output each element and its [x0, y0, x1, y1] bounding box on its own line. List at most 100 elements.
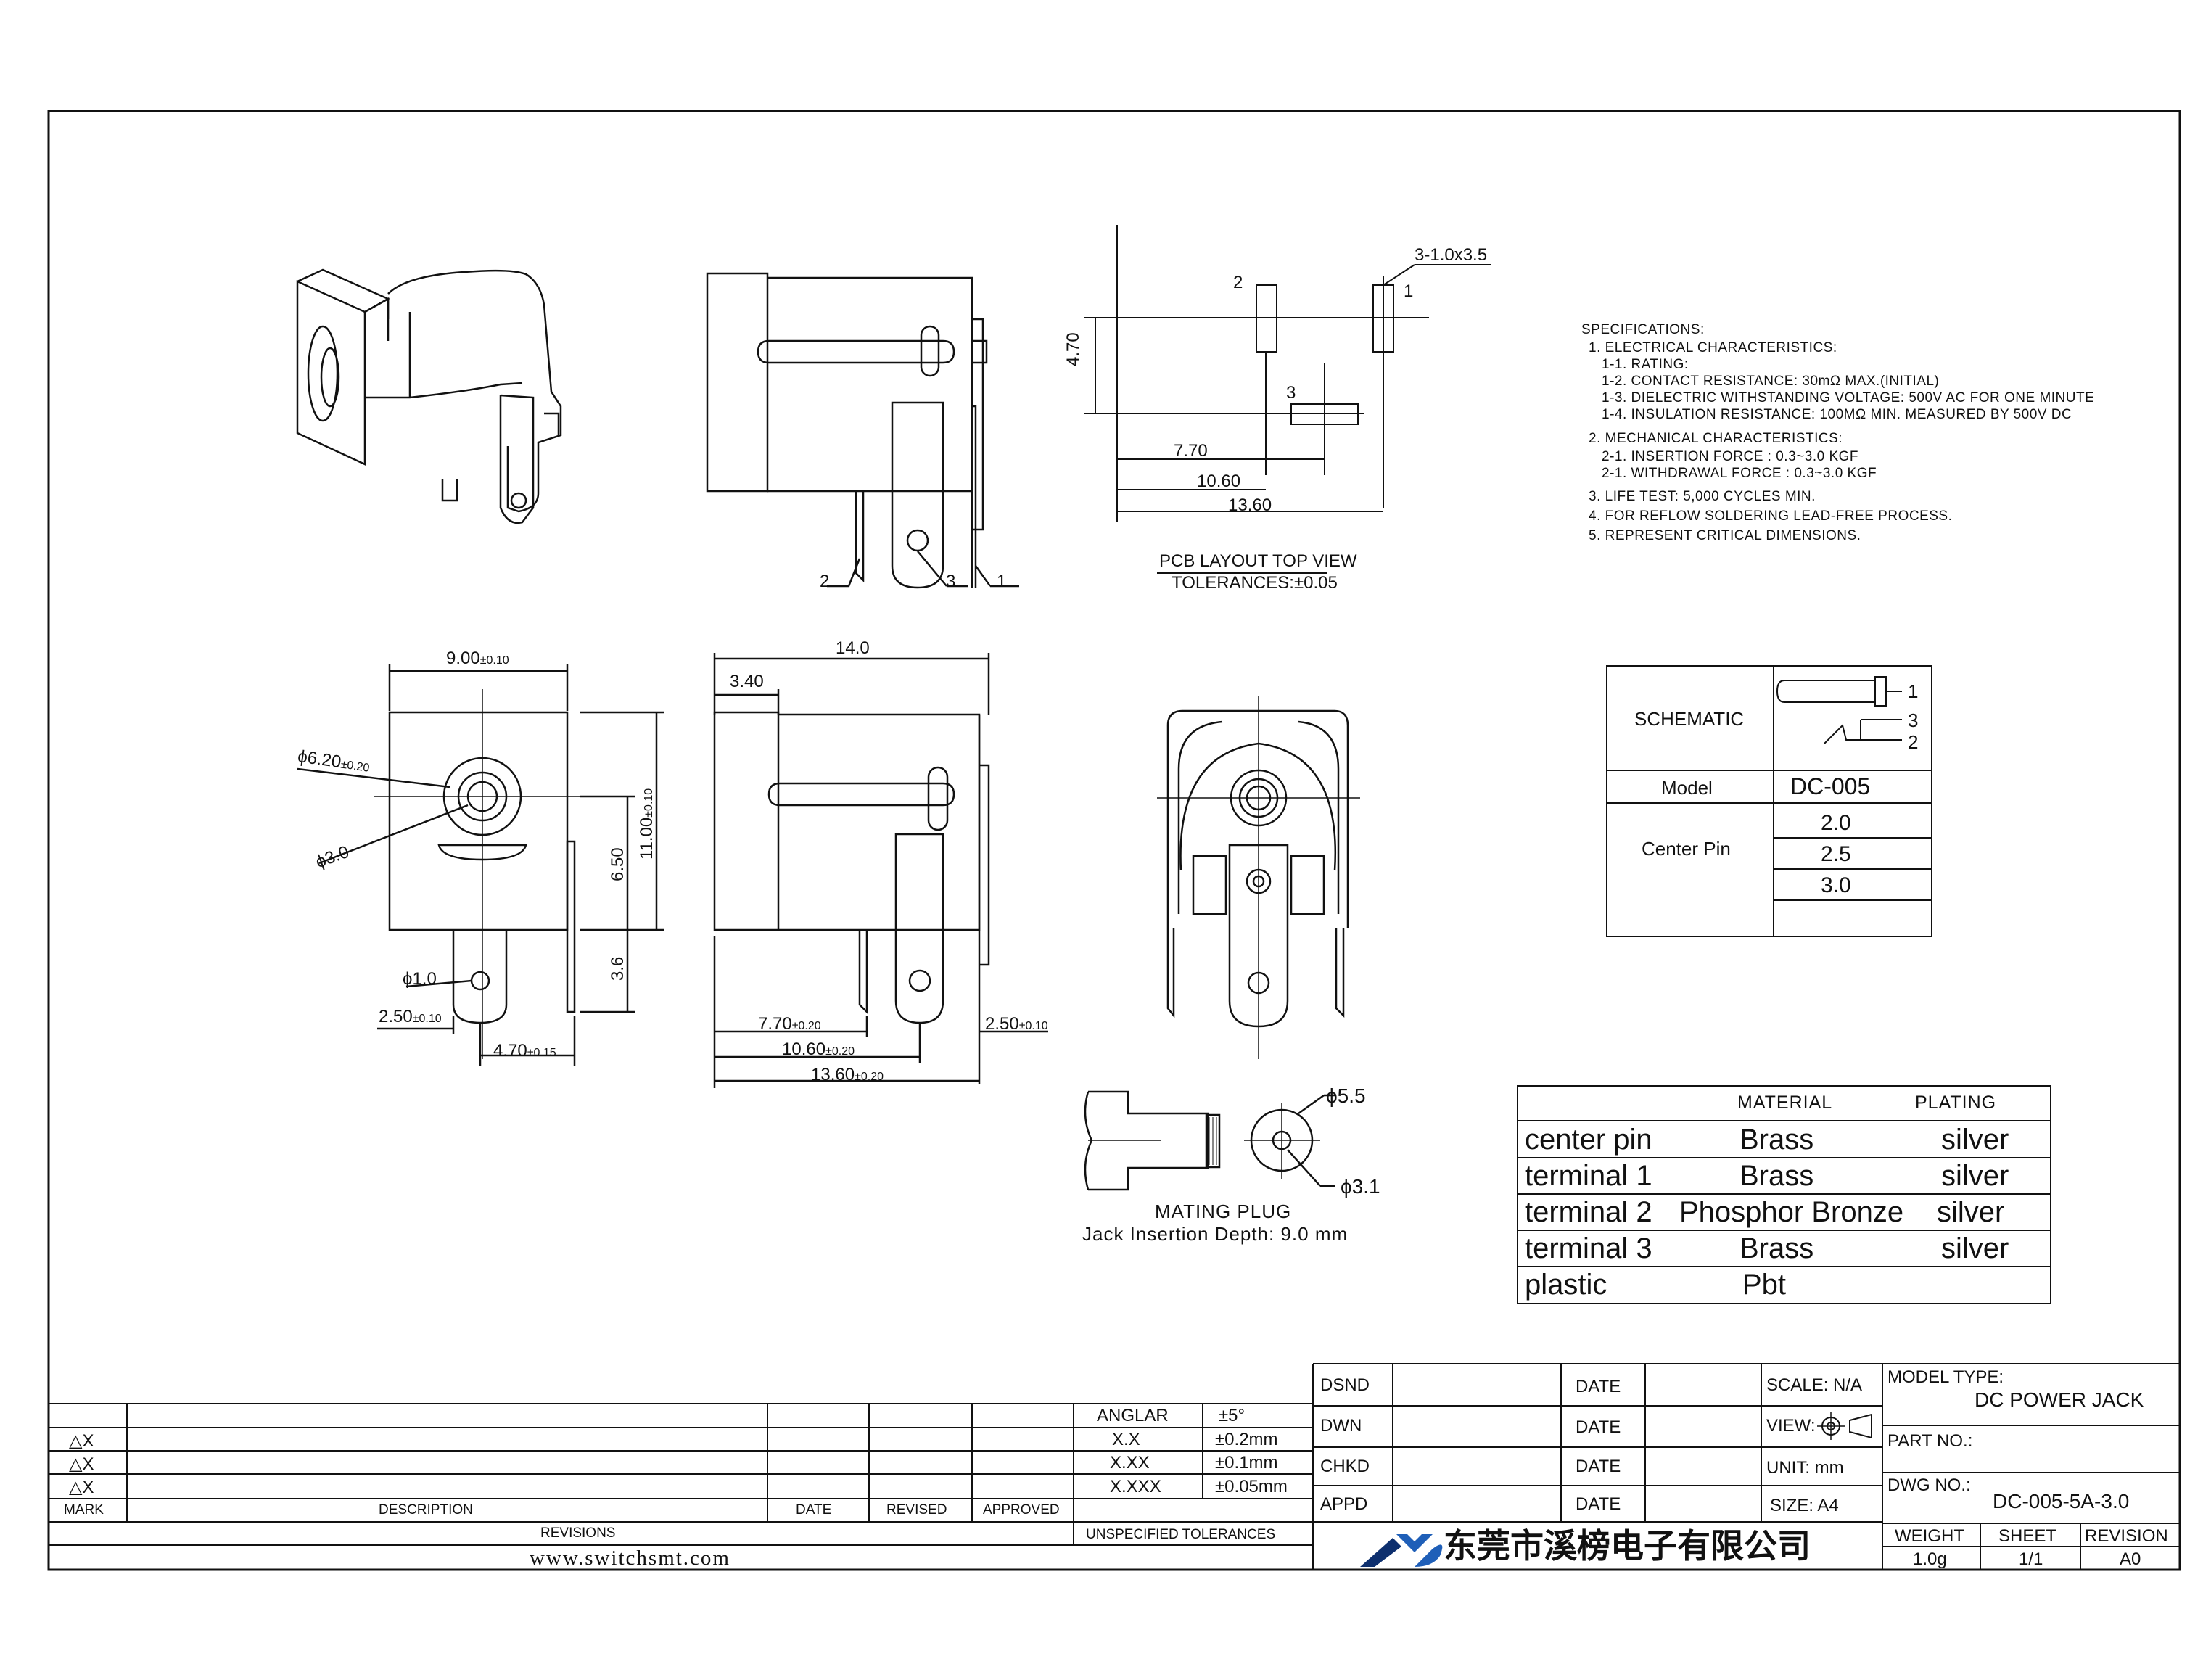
tb-weight-value: 1.0g	[1913, 1549, 1947, 1569]
front-dim-width-value: 9.00	[446, 648, 480, 668]
pcb-pin-label-3: 3	[1286, 383, 1296, 403]
company-website: www.switchsmt.com	[530, 1547, 730, 1570]
tb-sheet-value: 1/1	[2019, 1549, 2043, 1569]
material-row-4-part: plastic	[1525, 1269, 1607, 1301]
side-dim-10-60-value: 10.60	[782, 1039, 826, 1059]
front-dim-height-tol: ±0.10	[643, 788, 655, 818]
front-dim-4-70-tol: ±0.15	[527, 1047, 556, 1059]
side-dim-7-70-value: 7.70	[758, 1014, 792, 1034]
tol-angle-value: ±5°	[1219, 1406, 1246, 1425]
spec-line-7: 2-1. INSERTION FORCE : 0.3~3.0 KGF	[1602, 449, 1858, 464]
front-dim-height-value: 11.00	[637, 817, 656, 860]
pcb-pin-label-1: 1	[1404, 281, 1414, 301]
side-dim-13-60-value: 13.60	[811, 1065, 855, 1084]
spec-line-8: 2-1. WITHDRAWAL FORCE : 0.3~3.0 KGF	[1602, 466, 1877, 481]
pcb-layout	[1084, 225, 1491, 574]
tb-model-type-label: MODEL TYPE:	[1887, 1367, 2004, 1387]
front-dim-2-50: 2.50±0.10	[379, 1008, 442, 1026]
pcb-dim-7-70: 7.70	[1174, 441, 1208, 461]
material-row-4-material: Pbt	[1742, 1269, 1787, 1301]
center-pin-2-5: 2.5	[1821, 842, 1851, 866]
pcb-dim-vertical: 4.70	[1063, 332, 1083, 366]
tb-role-chkd: CHKD	[1320, 1457, 1370, 1476]
material-row-1-part: terminal 1	[1525, 1160, 1652, 1192]
material-row-2-part: terminal 2	[1525, 1196, 1652, 1228]
side-dim-14-0: 14.0	[836, 638, 870, 658]
tb-scale: SCALE: N/A	[1766, 1375, 1863, 1395]
tb-revision-label: REVISION	[2085, 1526, 2168, 1546]
spec-line-1: 1. ELECTRICAL CHARACTERISTICS:	[1589, 340, 1837, 355]
company-name: 东莞市溪榜电子有限公司	[1444, 1526, 1811, 1565]
material-header: MATERIAL	[1737, 1092, 1833, 1113]
revisions-title: REVISIONS	[540, 1525, 616, 1541]
spec-line-3: 1-2. CONTACT RESISTANCE: 30mΩ MAX.(INITI…	[1602, 374, 1940, 389]
front-dim-4-70-value: 4.70	[493, 1041, 527, 1061]
unspecified-tolerances-label: UNSPECIFIED TOLERANCES	[1086, 1527, 1276, 1542]
plating-header: PLATING	[1915, 1092, 1997, 1113]
tb-date-1: DATE	[1576, 1377, 1621, 1396]
material-row-1-material: Brass	[1739, 1160, 1814, 1192]
material-row-3-plating: silver	[1941, 1232, 2009, 1264]
tb-role-appd: APPD	[1320, 1494, 1368, 1514]
side-dim-2-50-tol: ±0.10	[1018, 1020, 1048, 1032]
spec-line-6: 2. MECHANICAL CHARACTERISTICS:	[1589, 431, 1843, 446]
schematic-table-frame	[1606, 665, 1932, 937]
material-row-3-material: Brass	[1739, 1232, 1814, 1264]
plug-insertion-depth: Jack Insertion Depth: 9.0 mm	[1082, 1223, 1349, 1245]
side-dim-7-70-tol: ±0.20	[791, 1020, 821, 1032]
rev-header-approved: APPROVED	[983, 1502, 1060, 1518]
mating-plug	[1084, 1090, 1335, 1191]
schematic-pin-3: 3	[1908, 709, 1919, 731]
schematic-label: SCHEMATIC	[1634, 708, 1745, 730]
rev-header-description: DESCRIPTION	[379, 1502, 473, 1518]
pcb-layout-title: PCB LAYOUT TOP VIEW	[1159, 551, 1357, 571]
spec-line-11: 5. REPRESENT CRITICAL DIMENSIONS.	[1589, 528, 1861, 543]
tb-date-4: DATE	[1576, 1494, 1621, 1514]
side-pin-label-1: 1	[997, 572, 1007, 591]
schematic-pin-1: 1	[1908, 680, 1919, 702]
center-pin-3-0: 3.0	[1821, 873, 1851, 897]
side-pin-label-3: 3	[946, 572, 956, 591]
rev-mark-1: △X	[69, 1431, 94, 1451]
material-table-frame	[1517, 1085, 2051, 1304]
front-dim-width: 9.00±0.10	[446, 650, 509, 667]
side-dim-10-60: 10.60±0.20	[782, 1041, 855, 1058]
revision-block-frame	[49, 1403, 1313, 1546]
company-logo-icon	[1360, 1534, 1443, 1567]
tb-size: SIZE: A4	[1770, 1496, 1839, 1515]
rev-header-mark: MARK	[64, 1502, 104, 1518]
pcb-dim-13-60: 13.60	[1228, 495, 1272, 515]
tb-view: VIEW:	[1766, 1416, 1816, 1436]
material-row-3-part: terminal 3	[1525, 1232, 1652, 1264]
side-dim-7-70: 7.70±0.20	[758, 1016, 821, 1033]
tol-xx-value: ±0.2mm	[1215, 1430, 1278, 1449]
model-value: DC-005	[1790, 773, 1871, 799]
rev-header-date: DATE	[796, 1502, 832, 1518]
front-dim-height: 11.00±0.10	[637, 788, 656, 860]
pcb-dim-10-60: 10.60	[1197, 472, 1241, 491]
front-dim-3-6: 3.6	[608, 956, 627, 981]
tb-unit: UNIT: mm	[1766, 1458, 1844, 1478]
side-dim-2-50-value: 2.50	[985, 1014, 1019, 1034]
spec-line-4: 1-3. DIELECTRIC WITHSTANDING VOLTAGE: 50…	[1602, 390, 2095, 405]
front-dim-2-50-value: 2.50	[379, 1007, 413, 1026]
tol-xxxx-label: X.XXX	[1110, 1477, 1161, 1496]
front-dim-hole: ϕ1.0	[403, 969, 437, 989]
tb-date-2: DATE	[1576, 1417, 1621, 1437]
spec-line-0: SPECIFICATIONS:	[1581, 322, 1705, 337]
front-dim-6-50: 6.50	[608, 847, 627, 881]
side-view-bottom	[713, 653, 1048, 1088]
rev-mark-2: △X	[69, 1454, 94, 1474]
spec-line-9: 3. LIFE TEST: 5,000 CYCLES MIN.	[1589, 489, 1816, 504]
center-pin-2-0: 2.0	[1821, 811, 1851, 835]
spec-line-5: 1-4. INSULATION RESISTANCE: 100MΩ MIN. M…	[1602, 407, 2072, 422]
material-row-2-material: Phosphor Bronze	[1679, 1196, 1904, 1228]
side-view-top	[706, 272, 1019, 589]
tb-part-no-label: PART NO.:	[1887, 1431, 1973, 1451]
pcb-pin-label-2: 2	[1233, 273, 1243, 292]
tol-xxx-label: X.XX	[1110, 1453, 1150, 1473]
front-view	[297, 664, 664, 1066]
material-row-2-plating: silver	[1937, 1196, 2005, 1228]
plug-inner-dia: ϕ3.1	[1341, 1175, 1380, 1198]
